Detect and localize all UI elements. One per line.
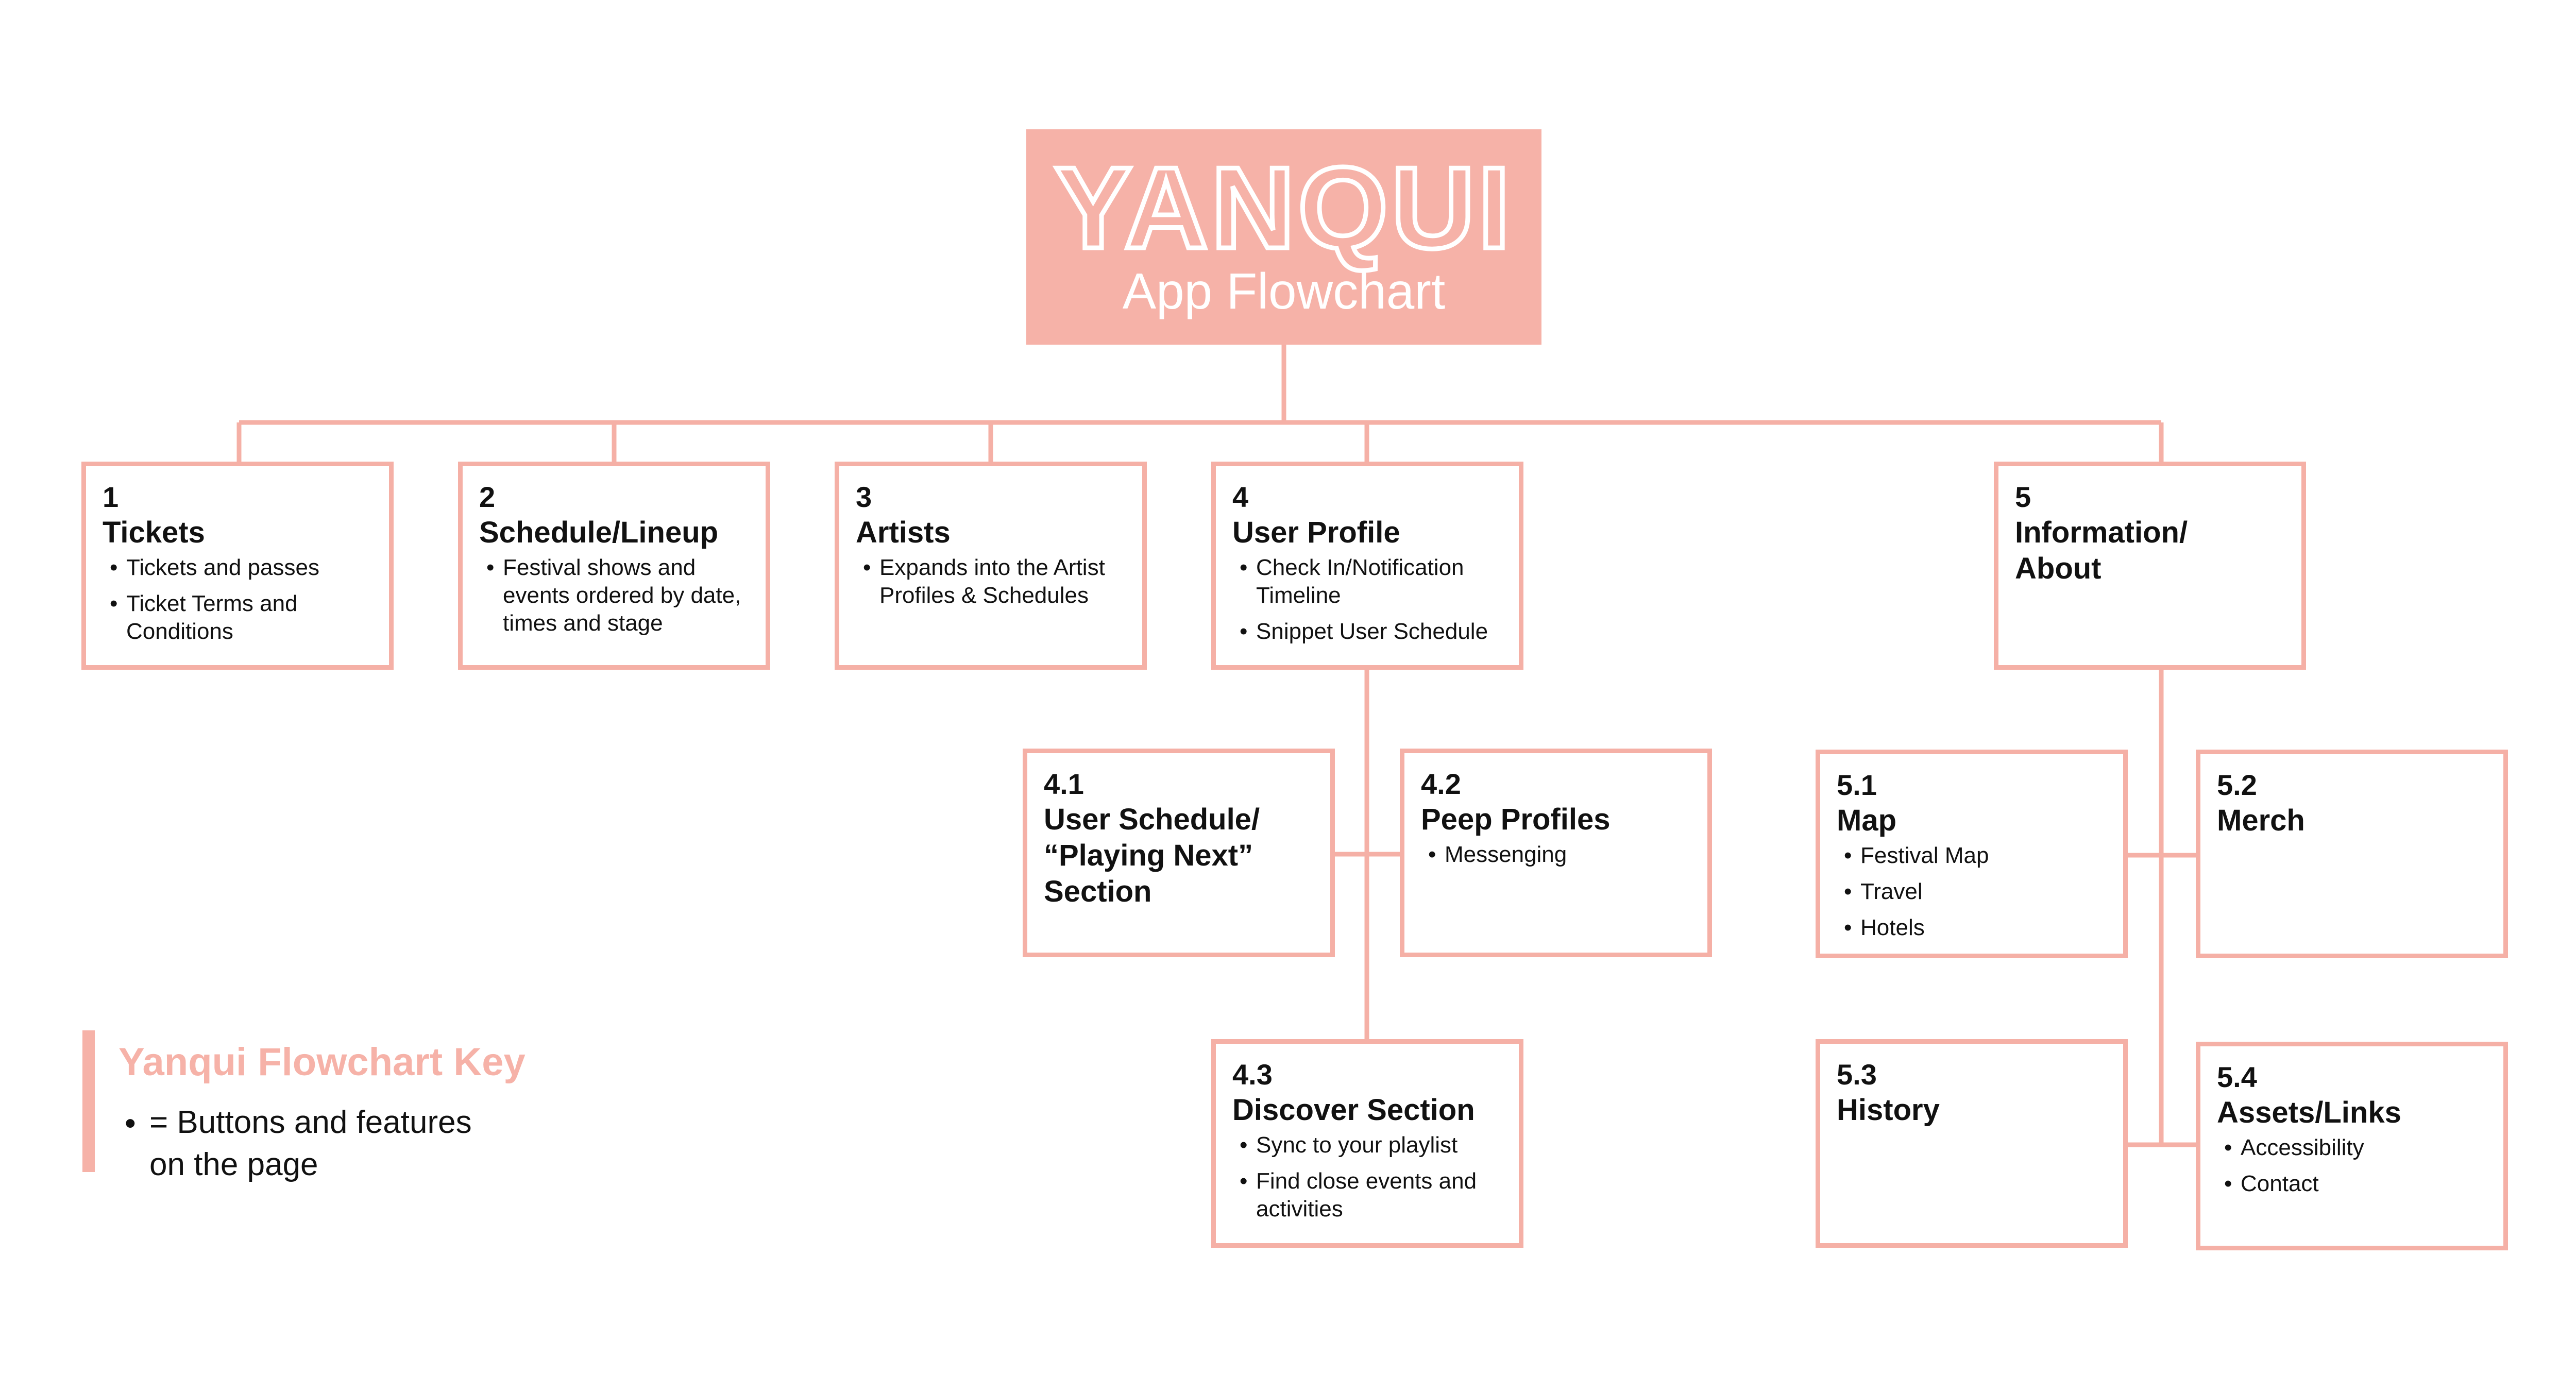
node-number: 5.2 <box>2217 769 2257 801</box>
node-number: 4.2 <box>1421 768 1461 800</box>
bullet-item: Hotels <box>1844 914 2108 942</box>
bullet-item: Travel <box>1844 878 2108 906</box>
node-discover-section: 4.3 Discover Section Sync to your playli… <box>1211 1039 1523 1248</box>
node-number: 5.4 <box>2217 1061 2257 1093</box>
node-number: 1 <box>103 481 119 513</box>
node-number: 3 <box>856 481 872 513</box>
node-history: 5.3 History <box>1816 1039 2128 1248</box>
bullet-item: Check In/Notification Timeline <box>1240 554 1503 609</box>
bullet-item: Ticket Terms and Conditions <box>110 590 374 646</box>
node-user-profile: 4 User Profile Check In/Notification Tim… <box>1211 462 1523 670</box>
node-title: History <box>1837 1093 1940 1127</box>
node-number: 4.1 <box>1044 768 1084 800</box>
node-title: Artists <box>856 516 951 549</box>
key-bullet-symbol: • <box>125 1106 136 1141</box>
bullet-list: Festival Map Travel Hotels <box>1837 842 2108 942</box>
node-title: Tickets <box>103 516 205 549</box>
node-artists: 3 Artists Expands into the Artist Profil… <box>835 462 1147 670</box>
bullet-item: Messenging <box>1428 841 1692 869</box>
key-description: = Buttons and features on the page <box>149 1105 472 1182</box>
flowchart-subtitle: App Flowchart <box>1122 263 1446 319</box>
node-user-schedule: 4.1 User Schedule/ “Playing Next” Sectio… <box>1023 749 1335 957</box>
flowchart-key: Yanqui Flowchart Key • = Buttons and fea… <box>82 1030 649 1182</box>
bullet-item: Sync to your playlist <box>1240 1131 1503 1159</box>
bullet-item: Tickets and passes <box>110 554 374 582</box>
node-number: 5 <box>2015 481 2031 513</box>
bullet-item: Find close events and activities <box>1240 1167 1503 1223</box>
node-tickets: 1 Tickets Tickets and passes Ticket Term… <box>81 462 394 670</box>
key-accent-bar <box>82 1030 95 1172</box>
node-title: Information/ About <box>2015 516 2188 585</box>
bullet-item: Festival Map <box>1844 842 2108 870</box>
yanqui-logo: YANQUI <box>1052 143 1514 273</box>
node-number: 2 <box>479 481 496 513</box>
node-title: Map <box>1837 804 1896 837</box>
node-information-about: 5 Information/ About <box>1994 462 2306 670</box>
node-number: 4.3 <box>1232 1058 1273 1091</box>
node-title: Assets/Links <box>2217 1096 2401 1129</box>
bullet-item: Snippet User Schedule <box>1240 618 1503 646</box>
node-schedule-lineup: 2 Schedule/Lineup Festival shows and eve… <box>458 462 770 670</box>
title-block: YANQUI App Flowchart <box>1026 129 1541 345</box>
node-assets-links: 5.4 Assets/Links Accessibility Contact <box>2196 1042 2508 1250</box>
node-number: 4 <box>1232 481 1249 513</box>
bullet-list: Messenging <box>1421 841 1692 869</box>
bullet-item: Festival shows and events ordered by dat… <box>486 554 750 637</box>
node-peep-profiles: 4.2 Peep Profiles Messenging <box>1400 749 1712 957</box>
key-title: Yanqui Flowchart Key <box>118 1040 526 1084</box>
node-title: User Schedule/ “Playing Next” Section <box>1044 803 1260 908</box>
bullet-list: Sync to your playlist Find close events … <box>1232 1131 1503 1223</box>
node-map: 5.1 Map Festival Map Travel Hotels <box>1816 750 2128 958</box>
node-title: Merch <box>2217 804 2305 837</box>
node-title: Schedule/Lineup <box>479 516 719 549</box>
bullet-item: Accessibility <box>2224 1134 2488 1162</box>
node-title: Peep Profiles <box>1421 803 1611 836</box>
bullet-list: Check In/Notification Timeline Snippet U… <box>1232 554 1503 646</box>
bullet-list: Expands into the Artist Profiles & Sched… <box>856 554 1127 609</box>
bullet-item: Expands into the Artist Profiles & Sched… <box>863 554 1127 609</box>
node-number: 5.3 <box>1837 1058 1877 1091</box>
node-number: 5.1 <box>1837 769 1877 801</box>
node-title: User Profile <box>1232 516 1400 549</box>
node-title: Discover Section <box>1232 1093 1475 1127</box>
node-merch: 5.2 Merch <box>2196 750 2508 958</box>
bullet-item: Contact <box>2224 1170 2488 1198</box>
bullet-list: Tickets and passes Ticket Terms and Cond… <box>103 554 374 646</box>
bullet-list: Festival shows and events ordered by dat… <box>479 554 750 637</box>
bullet-list: Accessibility Contact <box>2217 1134 2488 1198</box>
